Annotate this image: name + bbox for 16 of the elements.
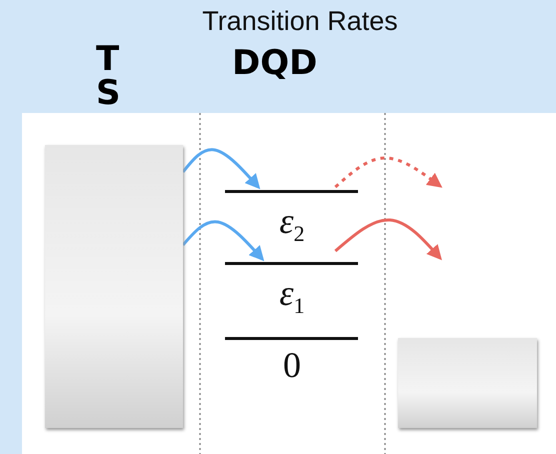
energy-level-label: ε$_{1}$: [278, 275, 306, 318]
energy-level-line: [225, 190, 358, 193]
title: Transition Rates: [201, 6, 399, 37]
lead-block: [45, 145, 183, 428]
energy-level-label: 0: [282, 347, 302, 383]
dot-label: DQD: [232, 46, 318, 80]
lead-label: S: [96, 76, 120, 110]
energy-level-line: [225, 262, 358, 265]
lead-block: [398, 338, 537, 428]
transition-arrow: [334, 218, 442, 260]
transition-arrow: [182, 148, 260, 190]
transition-arrow: [334, 156, 442, 188]
transition-arrow: [182, 220, 264, 262]
energy-level-label: ε$_{2}$: [278, 203, 306, 246]
lead-label: T: [96, 42, 120, 76]
energy-level-line: [225, 337, 358, 340]
